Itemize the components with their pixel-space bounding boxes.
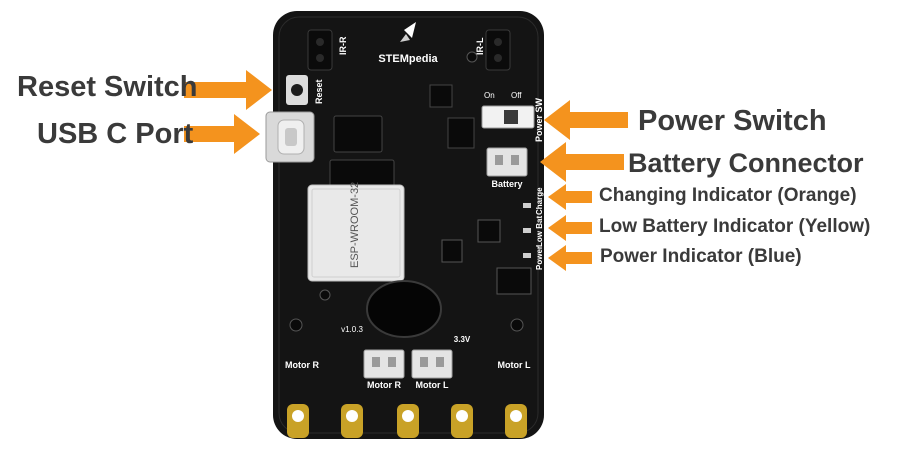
off-label: Off (511, 91, 522, 100)
usb-arrow-icon (184, 114, 260, 154)
edge-pad-hole (346, 410, 358, 422)
ir-left-sensor (485, 29, 511, 71)
reset-arrow-icon (184, 70, 272, 110)
black-oval (366, 280, 442, 338)
low-battery-indicator-label: Low Battery Indicator (Yellow) (599, 216, 871, 237)
esp-module (307, 184, 405, 282)
battery-arrow-icon (540, 142, 624, 182)
edge-pad-hole (402, 410, 414, 422)
motor-l-side-label: Motor L (498, 360, 531, 370)
edge-pads (287, 404, 527, 438)
reset-label: Reset (314, 79, 324, 104)
reset-switch-label: Reset Switch (17, 71, 198, 103)
chip-upper (333, 115, 383, 153)
ir-right-sensor (307, 29, 333, 71)
power-switch-label: Power Switch (638, 105, 827, 137)
charge-label: Charge (535, 187, 544, 215)
battery-label: Battery (491, 179, 522, 189)
power-label: Power (535, 246, 544, 270)
motor-r-connector (363, 349, 405, 379)
on-label: On (484, 91, 495, 100)
battery-connector (486, 147, 528, 177)
power-led (523, 253, 531, 258)
charging-arrow-icon (548, 184, 592, 210)
module-label: ESP-WROOM-32 (349, 182, 361, 268)
motor-l-connector-label: Motor L (416, 380, 449, 390)
low-battery-arrow-icon (548, 215, 592, 241)
logo-text: STEMpedia (378, 53, 438, 65)
motor-r-side-label: Motor R (285, 360, 319, 370)
rocket-logo-icon (400, 22, 416, 42)
charge-led (523, 203, 531, 208)
usb-c-port-label: USB C Port (37, 118, 194, 150)
edge-pad-hole (292, 410, 304, 422)
battery-connector-label: Battery Connector (628, 148, 864, 178)
edge-pad-hole (456, 410, 468, 422)
low-bat-label: Low Bat (535, 216, 544, 247)
edge-pad-hole (510, 410, 522, 422)
ir-left-label: IR-L (475, 37, 485, 55)
version-label: v1.0.3 (341, 325, 363, 334)
charging-indicator-label: Changing Indicator (Orange) (599, 185, 857, 206)
ir-right-label: IR-R (338, 36, 348, 55)
power-indicator-arrow-icon (548, 245, 592, 271)
power-indicator-label: Power Indicator (Blue) (600, 246, 802, 267)
power-switch-arrow-icon (544, 100, 628, 140)
motor-r-connector-label: Motor R (367, 380, 401, 390)
low-bat-led (523, 228, 531, 233)
v33-label: 3.3V (454, 335, 471, 344)
power-sw-label: Power SW (534, 97, 544, 142)
motor-l-connector (411, 349, 453, 379)
